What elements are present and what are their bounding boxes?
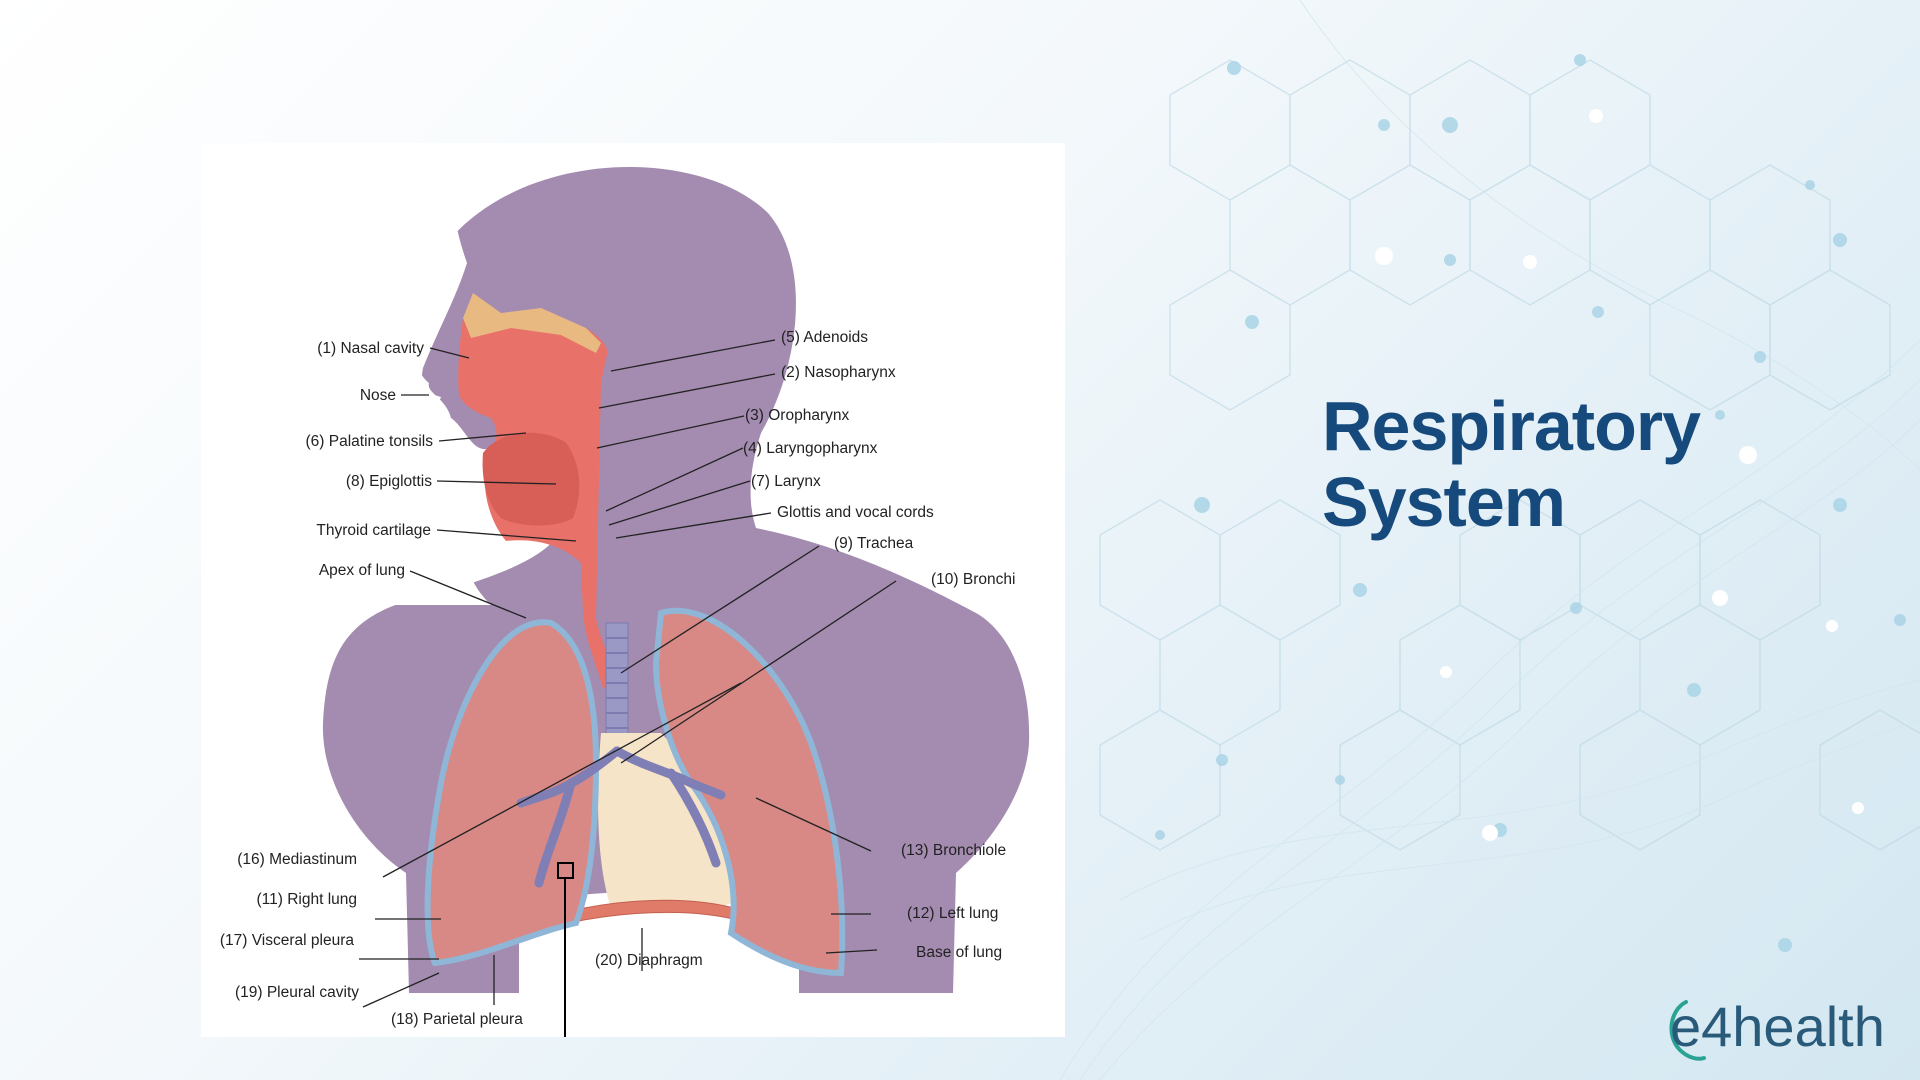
e4health-logo: e4health xyxy=(1669,995,1885,1061)
label-trachea: (9) Trachea xyxy=(834,535,914,552)
label-left-lung: (12) Left lung xyxy=(907,905,998,922)
label-oropharynx: (3) Oropharynx xyxy=(745,407,849,424)
label-apex-of-lung: Apex of lung xyxy=(319,562,405,579)
slide-title-line-1: Respiratory xyxy=(1322,387,1701,465)
label-thyroid-cartilage: Thyroid cartilage xyxy=(316,522,431,539)
nasal-bone xyxy=(463,293,601,353)
label-diaphragm: (20) Diaphragm xyxy=(595,952,703,969)
label-nasal-cavity: (1) Nasal cavity xyxy=(317,340,424,357)
label-right-lung: (11) Right lung xyxy=(256,891,357,908)
label-palatine-tonsils: (6) Palatine tonsils xyxy=(305,433,433,450)
label-nasopharynx: (2) Nasopharynx xyxy=(781,364,896,381)
label-nose: Nose xyxy=(360,387,396,404)
logo-swoosh-icon xyxy=(1669,1000,1706,1061)
mediastinum-area xyxy=(598,733,733,914)
label-bronchiole: (13) Bronchiole xyxy=(901,842,1006,859)
respiratory-diagram: (1) Nasal cavity Nose (6) Palatine tonsi… xyxy=(201,143,1030,1037)
label-mediastinum: (16) Mediastinum xyxy=(237,851,357,868)
respiratory-diagram-panel: (1) Nasal cavity Nose (6) Palatine tonsi… xyxy=(201,143,1065,1037)
label-bronchi: (10) Bronchi xyxy=(931,571,1015,588)
label-adenoids: (5) Adenoids xyxy=(781,329,868,346)
label-larynx: (7) Larynx xyxy=(751,473,821,490)
logo-text: e4health xyxy=(1670,995,1885,1058)
right-lung-shape xyxy=(424,619,600,967)
bronchial-tree xyxy=(516,746,726,888)
label-parietal-pleura: (18) Parietal pleura xyxy=(391,1011,523,1028)
label-laryngopharynx: (4) Laryngopharynx xyxy=(743,440,878,457)
label-glottis: Glottis and vocal cords xyxy=(777,504,934,521)
label-epiglottis: (8) Epiglottis xyxy=(346,473,432,490)
face-profile xyxy=(201,143,491,605)
label-visceral-pleura: (17) Visceral pleura xyxy=(220,932,354,949)
label-pleural-cavity: (19) Pleural cavity xyxy=(235,984,359,1001)
tongue xyxy=(482,432,580,526)
label-base-of-lung: Base of lung xyxy=(916,944,1002,961)
slide-title-line-2: System xyxy=(1322,463,1566,541)
slide-title: Respiratory System xyxy=(1322,388,1882,540)
